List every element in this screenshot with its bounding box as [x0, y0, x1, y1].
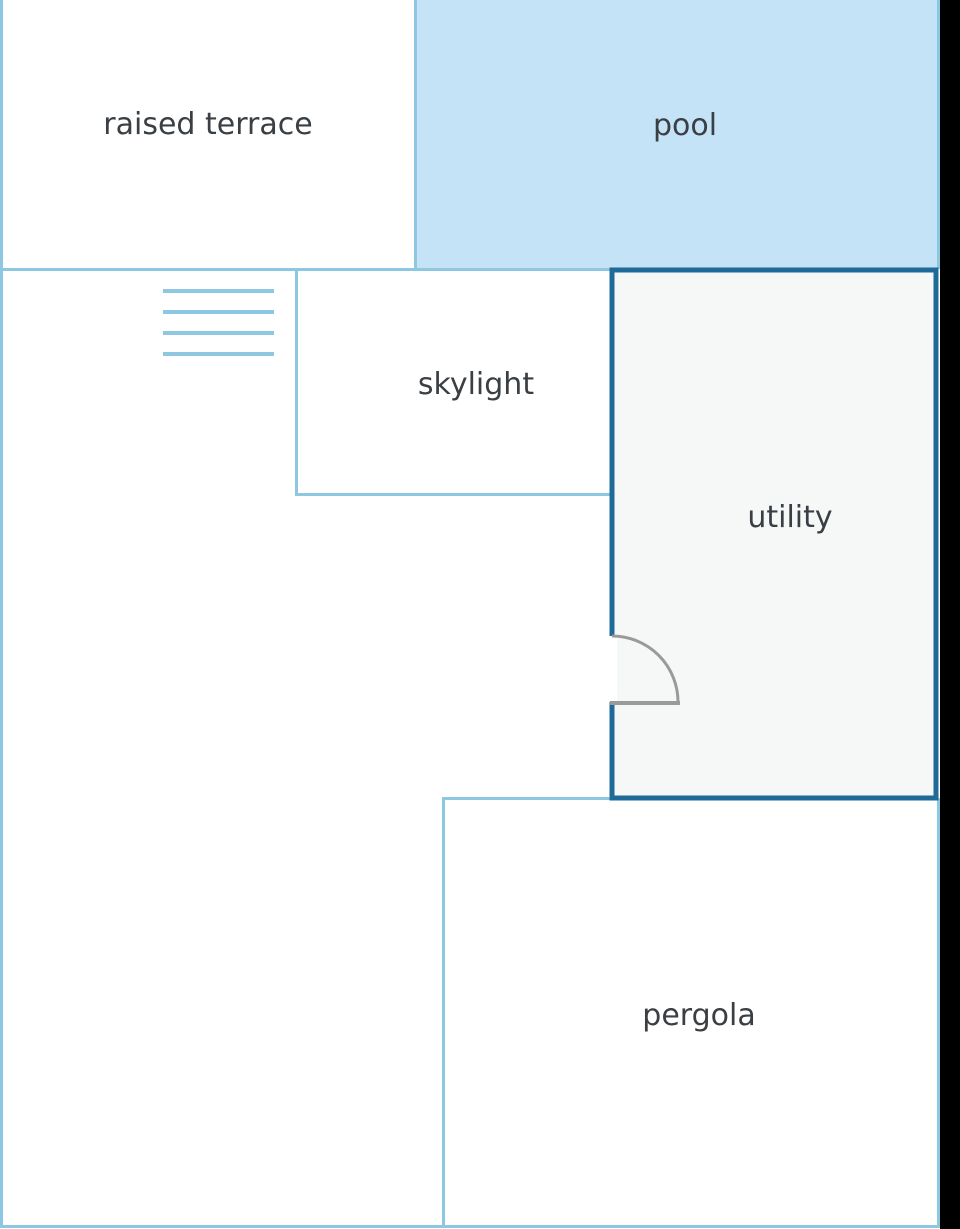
door-icon	[609, 634, 680, 705]
room-label-pergola: pergola	[642, 998, 755, 1033]
utility-room[interactable]	[609, 267, 939, 801]
room-label-pool: pool	[653, 108, 717, 143]
room-label-skylight: skylight	[418, 367, 534, 402]
room-label-utility: utility	[747, 500, 832, 535]
pool-area[interactable]	[416, 0, 938, 269]
room-label-raised-terrace: raised terrace	[103, 107, 312, 142]
walls	[0, 0, 940, 1228]
right-edge-strip	[940, 0, 960, 1229]
stairs	[163, 289, 274, 356]
